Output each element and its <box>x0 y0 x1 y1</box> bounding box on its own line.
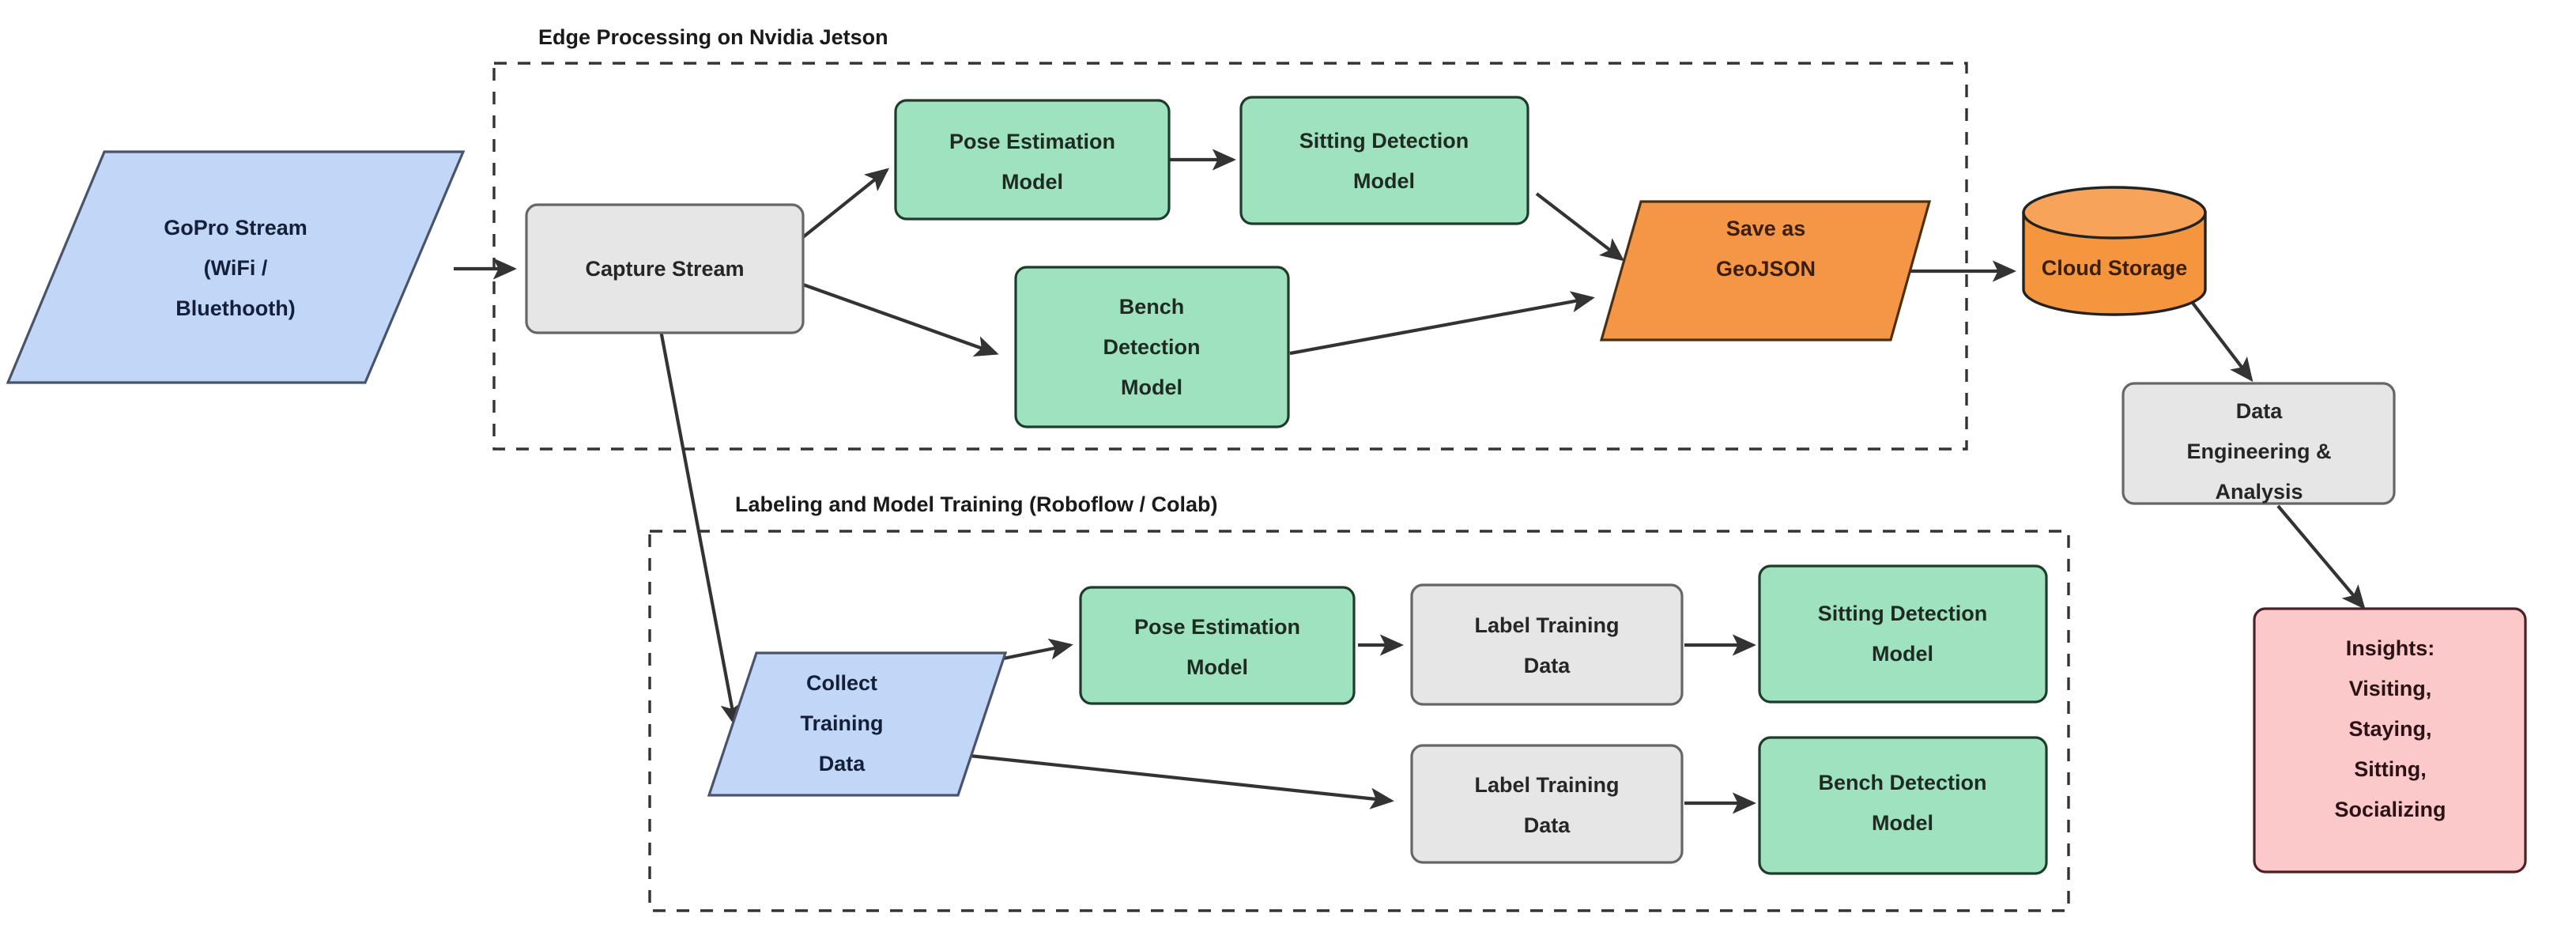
collect-training-data-label-line1: Collect <box>806 671 877 695</box>
node-label-training-data-bottom[interactable]: Label Training Data <box>1410 744 1684 864</box>
pose-estimation-edge-label-line1: Pose Estimation <box>949 130 1115 153</box>
node-sitting-detection-edge[interactable]: Sitting Detection Model <box>1239 96 1529 225</box>
bench-detection-train-label-line1: Bench Detection <box>1818 771 1986 794</box>
edge-collect-to-label-bottom <box>932 749 1394 809</box>
cloud-storage-cylinder-body <box>2022 211 2207 316</box>
node-gopro-stream[interactable]: GoPro Stream (WiFi / Bluethooth) <box>6 150 466 384</box>
save-geojson-label-line1: Save as <box>1726 217 1806 240</box>
save-geojson-shape <box>1599 200 1932 341</box>
node-pose-estimation-train[interactable]: Pose Estimation Model <box>1079 586 1356 705</box>
capture-stream-label-line1: Capture Stream <box>585 257 744 281</box>
gopro-stream-label-line2: (WiFi / <box>204 256 268 280</box>
sitting-detection-edge-label-line2: Model <box>1353 169 1415 193</box>
capture-stream-shape <box>525 203 805 334</box>
sitting-detection-edge-label-line1: Sitting Detection <box>1299 129 1469 153</box>
label-training-data-bottom-shape <box>1410 744 1684 864</box>
node-capture-stream[interactable]: Capture Stream <box>525 203 805 334</box>
label-training-data-top-label-line2: Data <box>1524 654 1571 677</box>
edge-data-engineering-to-insights <box>2276 504 2366 610</box>
node-pose-estimation-edge[interactable]: Pose Estimation Model <box>894 99 1171 221</box>
node-save-geojson[interactable]: Save as GeoJSON <box>1599 200 1932 341</box>
collect-training-data-label-line2: Training <box>800 711 883 735</box>
pose-estimation-edge-shape <box>894 99 1171 221</box>
edge-sitting-to-geojson <box>1535 192 1625 262</box>
node-collect-training-data[interactable]: Collect Training Data <box>707 651 1008 797</box>
node-label-training-data-top[interactable]: Label Training Data <box>1410 583 1684 706</box>
bench-detection-edge-label-line1: Bench <box>1119 295 1185 319</box>
label-training-data-top-shape <box>1410 583 1684 706</box>
sitting-detection-edge-shape <box>1239 96 1529 225</box>
group-edge-processing-label: Edge Processing on Nvidia Jetson <box>538 25 888 49</box>
pose-estimation-train-label-line1: Pose Estimation <box>1134 615 1300 639</box>
edge-capture-to-collect-training <box>658 330 742 727</box>
gopro-stream-label-line1: GoPro Stream <box>164 216 307 240</box>
collect-training-data-label-line3: Data <box>819 752 866 775</box>
data-engineering-label-line1: Data <box>2236 399 2284 423</box>
node-bench-detection-edge[interactable]: Bench Detection Model <box>1014 266 1290 428</box>
gopro-stream-label-line3: Bluethooth) <box>175 296 295 320</box>
insights-shape <box>2253 607 2527 874</box>
bench-detection-edge-label-line2: Detection <box>1103 335 1200 359</box>
node-data-engineering[interactable]: Data Engineering & Analysis <box>2122 382 2396 505</box>
gopro-stream-shape <box>6 150 466 384</box>
node-cloud-storage[interactable]: Cloud Storage <box>2022 186 2207 316</box>
save-geojson-label-line2: GeoJSON <box>1716 257 1816 281</box>
data-engineering-shape <box>2122 382 2396 505</box>
insights-label-line1: Insights: <box>2346 636 2435 660</box>
insights-label-line2: Visiting, <box>2349 677 2432 700</box>
edge-bench-to-geojson <box>1289 291 1595 356</box>
label-training-data-bottom-label-line2: Data <box>1524 813 1571 837</box>
pose-estimation-train-label-line2: Model <box>1186 655 1248 679</box>
collect-training-data-shape <box>707 651 1008 797</box>
sitting-detection-train-label-line1: Sitting Detection <box>1818 602 1988 625</box>
bench-detection-edge-shape <box>1014 266 1290 428</box>
pose-estimation-train-shape <box>1079 586 1356 705</box>
label-training-data-bottom-label-line1: Label Training <box>1474 773 1619 797</box>
node-insights[interactable]: Insights: Visiting, Staying, Sitting, So… <box>2253 607 2527 874</box>
bench-detection-train-shape <box>1758 736 2048 875</box>
bench-detection-edge-label-line3: Model <box>1121 375 1182 399</box>
pose-estimation-edge-label-line2: Model <box>1001 170 1063 194</box>
insights-label-line4: Sitting, <box>2354 757 2426 781</box>
data-engineering-label-line3: Analysis <box>2215 480 2303 504</box>
bench-detection-train-label-line2: Model <box>1872 811 1933 835</box>
cloud-storage-cylinder-top <box>2022 186 2207 240</box>
edge-capture-to-bench-edge <box>802 283 999 357</box>
cloud-storage-label-line1: Cloud Storage <box>2042 256 2188 280</box>
insights-label-line5: Socializing <box>2334 798 2446 821</box>
sitting-detection-train-label-line2: Model <box>1872 642 1933 666</box>
node-bench-detection-train[interactable]: Bench Detection Model <box>1758 736 2048 875</box>
label-training-data-top-label-line1: Label Training <box>1474 613 1619 637</box>
edge-capture-to-pose-edge <box>801 168 890 239</box>
node-sitting-detection-train[interactable]: Sitting Detection Model <box>1758 564 2048 704</box>
group-edge-processing-box <box>492 62 1968 451</box>
data-engineering-label-line2: Engineering & <box>2186 440 2331 463</box>
group-labeling-training-label: Labeling and Model Training (Roboflow / … <box>735 492 1217 516</box>
sitting-detection-train-shape <box>1758 564 2048 704</box>
insights-label-line3: Staying, <box>2348 717 2431 741</box>
edge-cloud-to-data-engineering <box>2188 297 2254 383</box>
